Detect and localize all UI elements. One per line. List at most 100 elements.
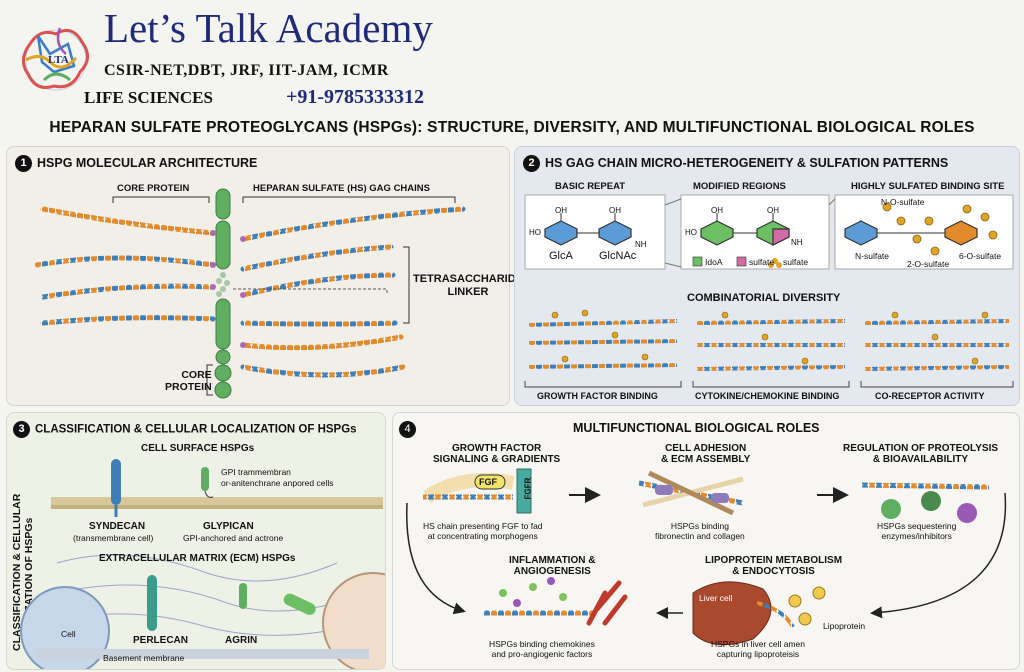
hs-chain-right-2 (240, 244, 394, 272)
hs-chain-right-6 (240, 364, 406, 378)
perlecan-label: PERLECAN (133, 635, 189, 646)
lipoprotein-caption-line-1: HSPGs in liver cell amen (711, 639, 806, 649)
gf-title-line-2: SIGNALING & GRADIENTS (433, 454, 561, 465)
n-sulfate-label: N-sulfate (855, 251, 890, 261)
basement-label: Basement membrane (103, 653, 185, 663)
highly-sulfated-label: HIGHLY SULFATED BINDING SITE (851, 181, 1005, 192)
gf-caption-line-2: at concentrating morphogens (427, 531, 538, 541)
glca-label: GlcA (549, 250, 573, 262)
coreceptor-label: CO-RECEPTOR ACTIVITY (875, 391, 985, 401)
panel-1-title: HSPG MOLECULAR ARCHITECTURE (37, 155, 258, 170)
syndecan-label: SYNDECAN (89, 521, 146, 532)
ho-label-2: HO (685, 228, 697, 237)
panel-4-title: MULTIFUNCTIONAL BIOLOGICAL ROLES (573, 421, 820, 435)
cell-label: Cell (61, 629, 76, 639)
hs-chain-left-1 (40, 206, 216, 236)
lipoprotein-title-line-1: LIPOPROTEIN METABOLISM (705, 555, 843, 566)
combinatorial-label: COMBINATORIAL DIVERSITY (687, 292, 841, 304)
adhesion-caption-line-1: HSPGs binding (670, 521, 729, 531)
hs-chain-right-1 (240, 206, 466, 242)
core-protein-bottom-label: CORE PROTEIN (165, 369, 212, 393)
hs-chains-label: HEPARAN SULFATE (HS) GAG CHAINS (253, 183, 430, 194)
core-label-line-1: CORE (181, 369, 212, 381)
linker-label-line-2: LINKER (447, 286, 489, 298)
adhesion-title-line-2: & ECM ASSEMBLY (661, 454, 751, 465)
liver-cell-label: Liver cell (699, 593, 733, 603)
core-label-line-2: PROTEIN (165, 381, 212, 393)
core-protein-label: CORE PROTEIN (117, 183, 190, 194)
linker-label: TETRASACCHARIDE LINKER (413, 273, 523, 299)
lipoprotein-caption-line-2: capturing lipoproteisis (716, 649, 800, 659)
6-o-sulfate-label: 6-O-sulfate (959, 251, 1002, 261)
ho-label-1: HO (529, 228, 541, 237)
oh-label-1: OH (555, 206, 567, 215)
agrin-label: AGRIN (225, 635, 258, 646)
gpi-note: GPI trammembran or-anitenchrane anpored … (221, 467, 333, 489)
gf-title-line-1: GROWTH FACTOR (451, 443, 542, 454)
proteolysis-caption-line-1: HSPGs sequestering (877, 521, 957, 531)
adhesion-caption: HSPGs binding fibronectin and collagen (655, 521, 745, 541)
sulfate-legend-2: sulfate (783, 257, 809, 267)
gpi-note-line-1: GPI trammembran (221, 467, 291, 477)
inflammation-caption: HSPGs binding chemokines and pro-angioge… (489, 639, 595, 659)
lipoprotein-label: Lipoprotein (823, 621, 866, 631)
hs-chain-left-4 (40, 315, 216, 326)
2-o-sulfate-label: 2-O-sulfate (907, 259, 950, 269)
logo-molecule-icon (22, 27, 89, 91)
hs-chain-right-5 (240, 334, 404, 351)
lipoprotein-caption: HSPGs in liver cell amen capturing lipop… (711, 639, 805, 659)
proteolysis-title: REGULATION OF PROTEOLYSIS & BIOAVAILABIL… (843, 443, 998, 465)
panel-3-number: 3 (13, 421, 30, 438)
ecm-label: EXTRACELLULAR MATRIX (ECM) HSPGs (99, 553, 296, 564)
lipoprotein-title: LIPOPROTEIN METABOLISM & ENDOCYTOSIS (705, 555, 842, 577)
panel-3-title: CLASSIFICATION & CELLULAR LOCALIZATION O… (35, 423, 357, 436)
proteolysis-caption-line-2: enzymes/inhibitors (881, 531, 952, 541)
glcnac-label: GlcNAc (599, 250, 637, 262)
hs-chain-left-3 (40, 283, 216, 300)
panel-2-number: 2 (523, 155, 540, 172)
adhesion-caption-line-2: fibronectin and collagen (655, 531, 745, 541)
panel-2-title: HS GAG CHAIN MICRO-HETEROGENEITY & SULFA… (545, 155, 949, 170)
adhesion-title-line-1: CELL ADHESION (665, 443, 747, 454)
basic-repeat-label: BASIC REPEAT (555, 181, 626, 192)
roles-diagram (406, 468, 1007, 646)
gf-caption: HS chain presenting FGF to fad at concen… (423, 521, 543, 541)
modified-regions-label: MODIFIED REGIONS (693, 181, 786, 192)
hs-chain-left-2 (34, 255, 216, 268)
oh-label-2: OH (609, 206, 621, 215)
cytokine-label: CYTOKINE/CHEMOKINE BINDING (695, 391, 840, 401)
fgfr-label: FGFR (523, 477, 533, 500)
linker-label-line-1: TETRASACCHARIDE (413, 273, 523, 285)
inflammation-caption-line-1: HSPGs binding chemokines (489, 639, 595, 649)
panel-classification: 3 CLASSIFICATION & CELLULAR LOCALIZATION … (6, 412, 386, 670)
proteolysis-title-line-1: REGULATION OF PROTEOLYSIS (843, 443, 999, 454)
brand-exams: CSIR-NET,DBT, JRF, IIT-JAM, ICMR (104, 62, 389, 79)
sugar-structures-diagram (524, 194, 1014, 388)
hs-chain-right-3 (240, 272, 396, 298)
oh-label-3: OH (711, 206, 723, 215)
inflammation-title-line-1: INFLAMMATION & (509, 555, 596, 566)
proteolysis-title-line-2: & BIOAVAILABILITY (872, 454, 969, 465)
syndecan-sub: (transmembrane cell) (73, 533, 154, 543)
classification-diagram (20, 459, 385, 669)
nh-label-2: NH (791, 238, 803, 247)
panel-roles: 4 MULTIFUNCTIONAL BIOLOGICAL ROLES (392, 412, 1020, 670)
gpi-note-line-2: or-anitenchrane anpored cells (221, 478, 334, 488)
lipoprotein-title-line-2: & ENDOCYTOSIS (732, 566, 815, 577)
adhesion-title: CELL ADHESION & ECM ASSEMBLY (661, 443, 750, 465)
panel-4-number: 4 (399, 421, 416, 439)
glypican-label: GLYPICAN (203, 521, 254, 532)
gf-title: GROWTH FACTOR SIGNALING & GRADIENTS (433, 443, 560, 465)
glypican-sub: GPI-anchored and actrone (183, 533, 284, 543)
brand-life: LIFE SCIENCES (84, 88, 213, 107)
sulfate-legend: sulfate (749, 257, 775, 267)
hspg-architecture-diagram (34, 188, 466, 399)
cell-surface-label: CELL SURFACE HSPGs (141, 443, 255, 454)
nh-label-1: NH (635, 240, 647, 249)
logo-text: LTA (48, 54, 69, 66)
gf-caption-line-1: HS chain presenting FGF to fad (423, 521, 543, 531)
gf-binding-label: GROWTH FACTOR BINDING (537, 391, 658, 401)
proteolysis-caption: HSPGs sequestering enzymes/inhibitors (877, 521, 956, 541)
